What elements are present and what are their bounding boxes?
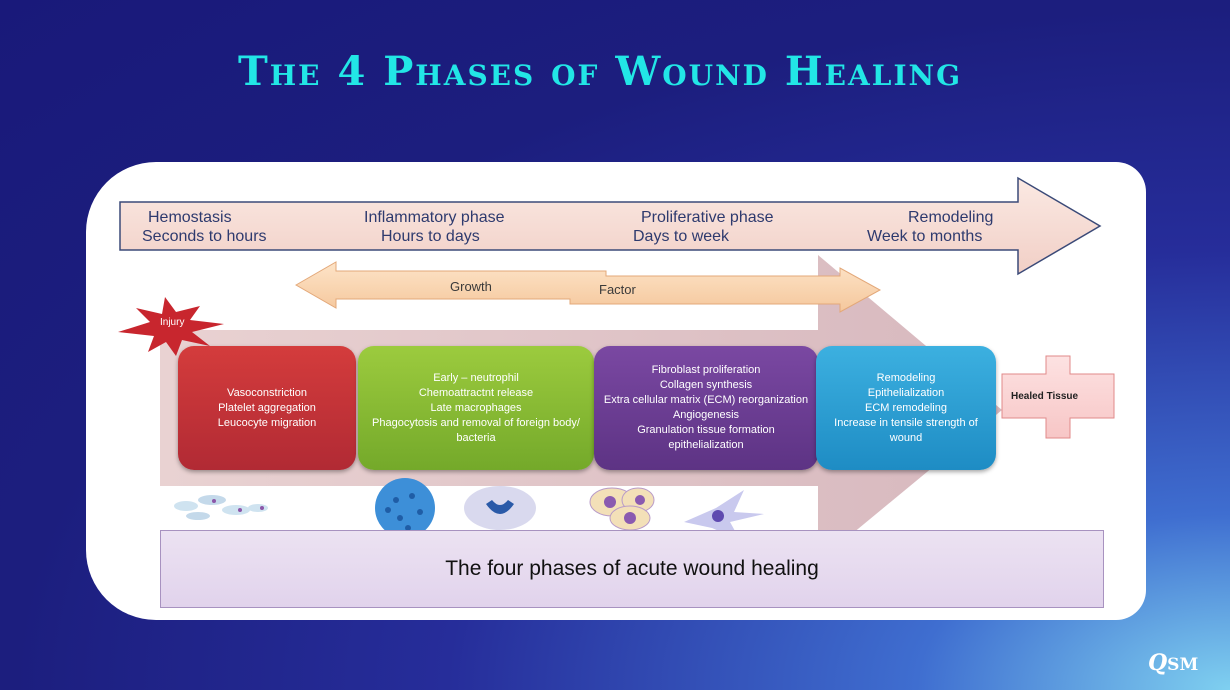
phase-proliferative-label: Proliferative phase — [641, 209, 774, 226]
card-line: Leucocyte migration — [217, 416, 317, 429]
card-line: Platelet aggregation — [218, 401, 316, 414]
phase-remodeling-label: Remodeling — [908, 209, 994, 226]
card-line: Granulation tissue formation — [637, 424, 775, 436]
slide-title: The 4 Phases of Wound Healing — [237, 48, 963, 95]
factor-label: Factor — [599, 282, 636, 297]
phase-inflammatory-duration: Hours to days — [381, 228, 480, 245]
inflammatory-card: Early – neutrophil Chemoattractnt releas… — [358, 346, 594, 470]
card-line: Increase in tensile strength of wound — [834, 416, 978, 444]
healed-tissue-cross — [1001, 355, 1115, 439]
phase-hemostasis-label: Hemostasis — [148, 209, 232, 226]
logo-text: SM — [1167, 655, 1199, 675]
proliferative-card: Fibroblast proliferation Collagen synthe… — [594, 346, 818, 470]
card-line: Early – neutrophil — [433, 371, 519, 384]
epithelial-cell-illustration — [684, 490, 764, 540]
healed-tissue-label: Healed Tissue — [1011, 391, 1079, 402]
phase-inflammatory-label: Inflammatory phase — [364, 209, 505, 226]
macrophage-cell-illustration — [464, 486, 536, 530]
timeline-arrow — [119, 176, 1102, 276]
injury-burst — [118, 297, 224, 356]
card-line: ECM remodeling — [865, 401, 947, 414]
phase-proliferative-duration: Days to week — [633, 228, 730, 245]
card-line: Collagen synthesis — [659, 379, 753, 391]
injury-label: Injury — [160, 317, 185, 328]
card-line: Angiogenesis — [672, 409, 740, 421]
card-line: Late macrophages — [430, 401, 522, 414]
logo-q: Q — [1148, 650, 1168, 676]
diagram-caption: The four phases of acute wound healing — [160, 530, 1104, 608]
phase-remodeling-duration: Week to months — [867, 228, 983, 245]
growth-factor-arrow — [294, 261, 882, 313]
card-line: Extra cellular matrix (ECM) reorganizati… — [603, 394, 809, 406]
card-line: Epithelialization — [867, 386, 945, 399]
caption-text: The four phases of acute wound healing — [445, 557, 819, 580]
hemostasis-card: Vasoconstriction Platelet aggregation Le… — [178, 346, 356, 470]
qsm-logo: QSM — [1148, 650, 1198, 676]
phase-hemostasis-duration: Seconds to hours — [142, 228, 267, 245]
platelet-cells-illustration — [174, 495, 268, 520]
card-line: Remodeling — [876, 371, 936, 384]
card-line: Chemoattractnt release — [418, 386, 534, 399]
card-line: Vasoconstriction — [227, 386, 307, 399]
fibroblast-cells-illustration — [589, 487, 655, 531]
remodeling-card: Remodeling Epithelialization ECM remodel… — [816, 346, 996, 470]
neutrophil-cell-illustration — [375, 478, 435, 538]
growth-label: Growth — [450, 279, 492, 294]
card-line: Phagocytosis and removal of foreign body… — [372, 416, 580, 444]
card-line: epithelialization — [668, 439, 744, 451]
card-line: Fibroblast proliferation — [651, 364, 761, 376]
